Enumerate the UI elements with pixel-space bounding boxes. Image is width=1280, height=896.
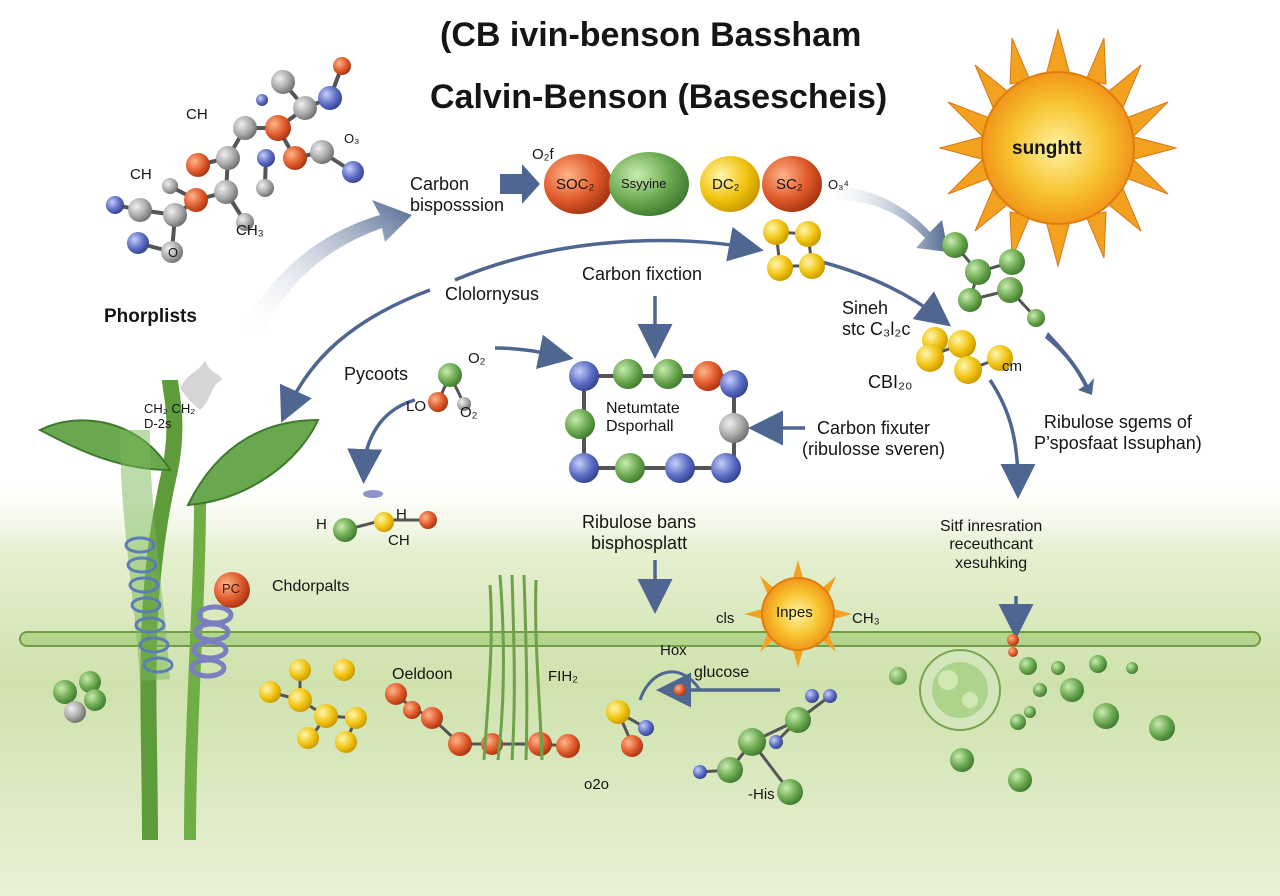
label-carbon-fixuter: Carbon fixuter (ribulosse sveren) bbox=[802, 418, 946, 459]
molecule-label-ch3: CH₃ bbox=[236, 222, 264, 239]
label-cls: cls bbox=[716, 610, 735, 627]
central-ring bbox=[565, 359, 749, 483]
big-arrow-right bbox=[820, 185, 948, 252]
label-sineh: Sineh stc C₃l₂c bbox=[842, 298, 911, 339]
label-cbl: CBI₂₀ bbox=[868, 372, 913, 392]
green-chain-right bbox=[942, 232, 1045, 327]
reagent-label-4: SC₂ bbox=[776, 176, 803, 193]
arrow-right-loop bbox=[1045, 332, 1094, 395]
label-his: -His bbox=[748, 786, 775, 803]
bubbles-right bbox=[889, 655, 1175, 792]
label-small-h2: H bbox=[396, 506, 407, 523]
label-carbon-fixction: Carbon fixction bbox=[582, 264, 703, 284]
label-o2o: o2o bbox=[584, 776, 610, 793]
label-chdorpalts: Chdorpalts bbox=[272, 578, 350, 595]
label-ch3-right: CH₃ bbox=[852, 610, 880, 627]
label-hox: Hox bbox=[660, 642, 687, 659]
thylakoid-membrane bbox=[19, 631, 1261, 647]
label-o2-top: O₂ bbox=[468, 350, 486, 367]
sun-bottom bbox=[744, 560, 852, 668]
molecule-label-o3: O₃ bbox=[344, 131, 360, 146]
label-oeldoon: Oeldoon bbox=[392, 666, 453, 683]
arrow-to-reagents bbox=[500, 164, 540, 204]
reagent-bubbles bbox=[544, 152, 822, 216]
plant bbox=[37, 379, 320, 841]
sun-bottom-label: Inpes bbox=[776, 604, 813, 621]
label-small-h: H bbox=[316, 516, 327, 533]
molecule-label-ch-mid: CH bbox=[130, 166, 152, 183]
label-o2-bottom: O₂ bbox=[460, 404, 478, 421]
label-clolornysus: Clolornysus bbox=[445, 284, 540, 304]
molecule-top-left bbox=[106, 57, 364, 263]
label-pycoots: Pycoots bbox=[344, 364, 409, 384]
label-phorplists: Phorplists bbox=[104, 306, 197, 327]
green-chain-bottom bbox=[693, 689, 837, 805]
big-arrow-left bbox=[240, 200, 412, 335]
cycle-arrows bbox=[279, 226, 1036, 708]
title-line-2: Calvin-Benson (Basescheis) bbox=[430, 78, 888, 116]
vesicle-right bbox=[919, 634, 1019, 731]
molecule-label-ch-top: CH bbox=[186, 106, 208, 123]
reagent-label-1: SOC₂ bbox=[556, 176, 595, 193]
molecule-label-pc: PC bbox=[222, 581, 241, 596]
sun-top-label: sunghtt bbox=[1012, 138, 1082, 159]
label-fih2: FIH₂ bbox=[548, 668, 578, 685]
yellow-cluster-bottom bbox=[259, 659, 367, 753]
pycoots-molecule bbox=[428, 363, 471, 412]
cluster-left bbox=[53, 671, 106, 723]
yellow-chain-right bbox=[916, 327, 1013, 384]
label-glucose: glucose bbox=[694, 664, 750, 681]
reagent-label-2: Ssyyine bbox=[621, 176, 667, 191]
label-lo: LO bbox=[406, 398, 427, 415]
label-small-ch: CH bbox=[388, 532, 410, 549]
h-ch-molecule bbox=[333, 490, 437, 542]
molecule-bottom-middle bbox=[606, 670, 702, 757]
label-carbon-bisposition: Carbon bisposssion bbox=[410, 174, 505, 215]
label-sitf: Sitf inresration receuthcant xesuhking bbox=[940, 518, 1043, 572]
label-cm: cm bbox=[1002, 358, 1022, 375]
grass-strands bbox=[482, 574, 544, 761]
label-ch2-stem: CH₂ CH₂ D-2s bbox=[144, 401, 196, 431]
label-ribulose-sgems: Ribulose sgems of P’sposfaat Issuphan) bbox=[1034, 412, 1202, 453]
title-line-1: (CB ivin-benson Bassham bbox=[440, 16, 862, 54]
reagent-label-3: DC₂ bbox=[712, 176, 740, 193]
molecule-label-o: O bbox=[168, 245, 179, 260]
yellow-molecule-top bbox=[763, 219, 825, 281]
label-ribulose-bans: Ribulose bans bisphosplatt bbox=[582, 512, 697, 553]
sprout-shadow bbox=[180, 360, 222, 410]
reagent-side-left: O₂f bbox=[532, 146, 554, 163]
sun-top bbox=[938, 28, 1178, 268]
reagent-side-right: O₃⁴ bbox=[828, 177, 849, 192]
label-netumtate: Netumtate Dsporhall bbox=[606, 400, 680, 436]
